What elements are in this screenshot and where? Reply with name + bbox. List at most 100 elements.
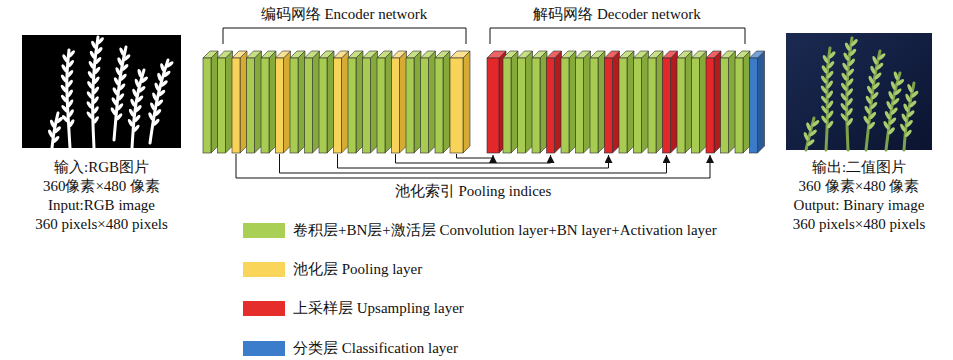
network-layer [377, 51, 392, 153]
panicle-grain [821, 64, 829, 74]
panicle-grain [67, 49, 76, 58]
caption-line: 360像素×480 像素 [35, 177, 168, 196]
panicle-grain [127, 118, 135, 128]
layer-side [671, 51, 678, 153]
panicle-grain [826, 120, 834, 129]
layer-front [435, 58, 443, 153]
panicle-grain [156, 72, 162, 82]
panicle-grain [869, 65, 876, 75]
network-layer [532, 51, 547, 153]
panicle-grain [60, 64, 68, 74]
panicle-grain [820, 115, 828, 124]
network-layer [450, 51, 470, 153]
pooling-index-wire [236, 154, 710, 178]
layer-side [400, 51, 407, 153]
network-layer [605, 51, 620, 153]
panicle-grain [61, 54, 69, 64]
panicle-grain [846, 117, 854, 126]
layer-side [729, 51, 736, 153]
network-layer [634, 51, 649, 153]
panicle-grain [840, 92, 848, 101]
layer-top [503, 51, 518, 58]
layer-front [377, 58, 385, 153]
layer-front [319, 58, 327, 153]
network-bracket [223, 28, 466, 44]
panicle-grain [871, 55, 878, 65]
layer-top [663, 51, 678, 58]
panicle-grain [866, 85, 873, 95]
photo-background [786, 33, 932, 150]
layer-front [532, 58, 540, 153]
legend-swatch [243, 262, 285, 277]
layer-top [721, 51, 736, 58]
legend-text: 分类层 Classification layer [293, 339, 458, 357]
panicle-grain [86, 100, 94, 109]
layer-top [247, 51, 262, 58]
panicle-grain [110, 107, 118, 117]
panicle-grain [86, 111, 94, 120]
legend-text: 卷积层+BN层+激活层 Convolution layer+BN layer+A… [293, 221, 717, 239]
panicle-grain [906, 83, 913, 93]
panicle-grain [66, 69, 74, 78]
layer-front [605, 58, 613, 153]
layer-top [487, 51, 506, 58]
network-layer [692, 51, 707, 153]
layer-front [503, 58, 511, 153]
layer-top [377, 51, 392, 58]
panicle-grain [66, 99, 74, 109]
layer-top [518, 51, 533, 58]
panicle-grain [901, 113, 908, 123]
layer-front [487, 58, 499, 153]
panicle-grain [820, 75, 828, 84]
network-layer [677, 51, 692, 153]
panicle-grain [129, 98, 136, 108]
layer-top [547, 51, 562, 58]
image-caption: 输入:RGB图片360像素×480 像素Input:RGB image360 p… [35, 158, 168, 234]
panicle-grain [820, 105, 828, 114]
network-layer [363, 51, 378, 153]
panicle-grain [112, 87, 119, 97]
layer-front [590, 58, 598, 153]
encoder-label: 编码网络 Encoder network [258, 5, 431, 23]
network-layer [319, 51, 334, 153]
network-layer [706, 51, 721, 153]
panicle-grain [826, 100, 834, 109]
layer-side [598, 51, 605, 153]
caption-line: 输出:二值图片 [793, 158, 926, 177]
layer-side [685, 51, 692, 153]
layer-front [576, 58, 584, 153]
panicle-grain [165, 60, 174, 68]
panicle-grain [90, 40, 97, 50]
network-layer [648, 51, 663, 153]
legend-row: 上采样层 Upsampling layer [243, 299, 464, 317]
panicle-grain [884, 110, 891, 120]
layer-side [414, 51, 421, 153]
decoder-label: 解码网络 Decoder network [530, 5, 703, 23]
panicle-grain [86, 80, 94, 90]
panicle-grain [88, 60, 96, 70]
panicle-grain [822, 54, 829, 64]
layer-front [450, 58, 463, 153]
panicle-grain [55, 116, 64, 125]
layer-side [284, 51, 291, 153]
layer-side [269, 51, 276, 153]
layer-side [627, 51, 634, 153]
layer-top [406, 51, 421, 58]
layer-top [576, 51, 591, 58]
layer-front [305, 58, 313, 153]
layer-top [648, 51, 663, 58]
network-layer [435, 51, 450, 153]
panicle-stem [826, 48, 830, 150]
panicle-grain [68, 119, 76, 129]
layer-top [348, 51, 363, 58]
layer-side [443, 51, 450, 153]
panicle-grain [60, 94, 68, 103]
layer-top [276, 51, 291, 58]
layer-front [706, 58, 714, 153]
layer-side [298, 51, 305, 153]
panicle-grain [149, 102, 156, 112]
legend-text: 上采样层 Upsampling layer [293, 299, 464, 317]
network-layer [735, 51, 750, 153]
layer-top [450, 51, 470, 58]
panicle-grain [805, 122, 812, 132]
